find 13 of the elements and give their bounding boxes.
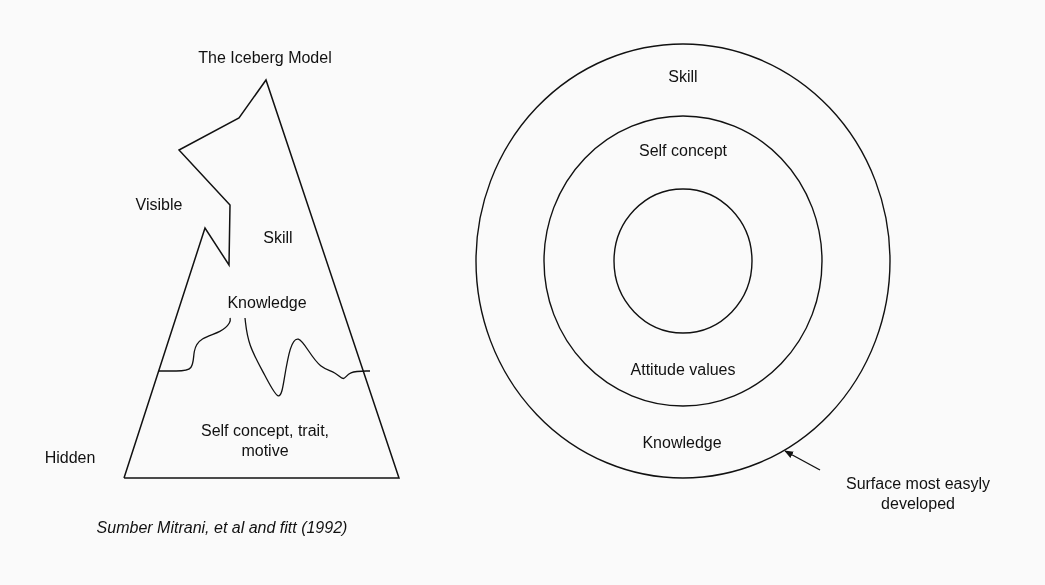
- side-label: Visible: [135, 195, 183, 215]
- layer-label: Skill: [263, 228, 293, 248]
- layer-label: Attitude values: [630, 360, 736, 380]
- layer-label: Self concept, trait, motive: [199, 421, 331, 461]
- arrow: [784, 450, 821, 471]
- layer-label: Skill: [668, 67, 698, 87]
- layer-label: Knowledge: [642, 433, 722, 453]
- diagram-title: The Iceberg Model: [198, 48, 332, 68]
- callout-label: Surface most easyly developed: [844, 474, 992, 514]
- side-label: Hidden: [44, 448, 96, 468]
- layer-label: Self concept: [638, 141, 728, 161]
- source-caption: Sumber Mitrani, et al and fitt (1992): [96, 518, 348, 538]
- layer-label: Knowledge: [227, 293, 307, 313]
